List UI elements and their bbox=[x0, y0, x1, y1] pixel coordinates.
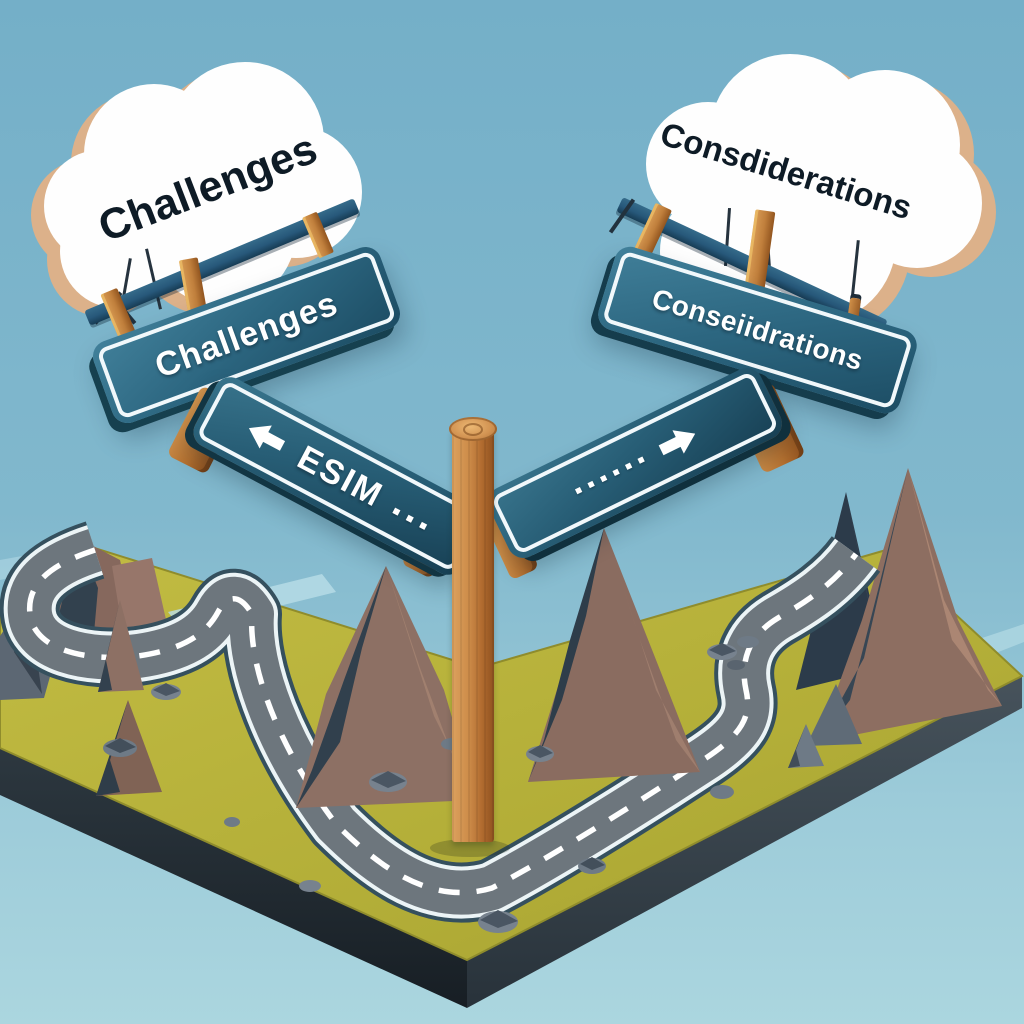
road-dash-marks: ▪ ▪ ▪ ▪ ▪ ▪ bbox=[569, 446, 650, 504]
mountain-center-left bbox=[296, 566, 476, 808]
post-shadow bbox=[430, 839, 510, 857]
direction-sign-dashes: ▪ ▪ ▪ ▪ ▪ ▪ bbox=[482, 362, 788, 564]
right-arrow-icon bbox=[658, 429, 695, 455]
direction-sign-esim: ESIM ▪ ▪ ▪ bbox=[187, 371, 491, 581]
signpost-pole bbox=[452, 428, 494, 842]
platform-walls bbox=[0, 676, 1022, 1008]
road bbox=[0, 521, 881, 923]
left-arrow-icon bbox=[249, 425, 286, 451]
mountain-center-right bbox=[528, 528, 700, 782]
signpost-pole-cap bbox=[449, 417, 497, 441]
rocks bbox=[103, 636, 824, 933]
road-dash-marks: ▪ ▪ ▪ bbox=[386, 497, 434, 540]
road-center-dashes bbox=[27, 547, 859, 896]
